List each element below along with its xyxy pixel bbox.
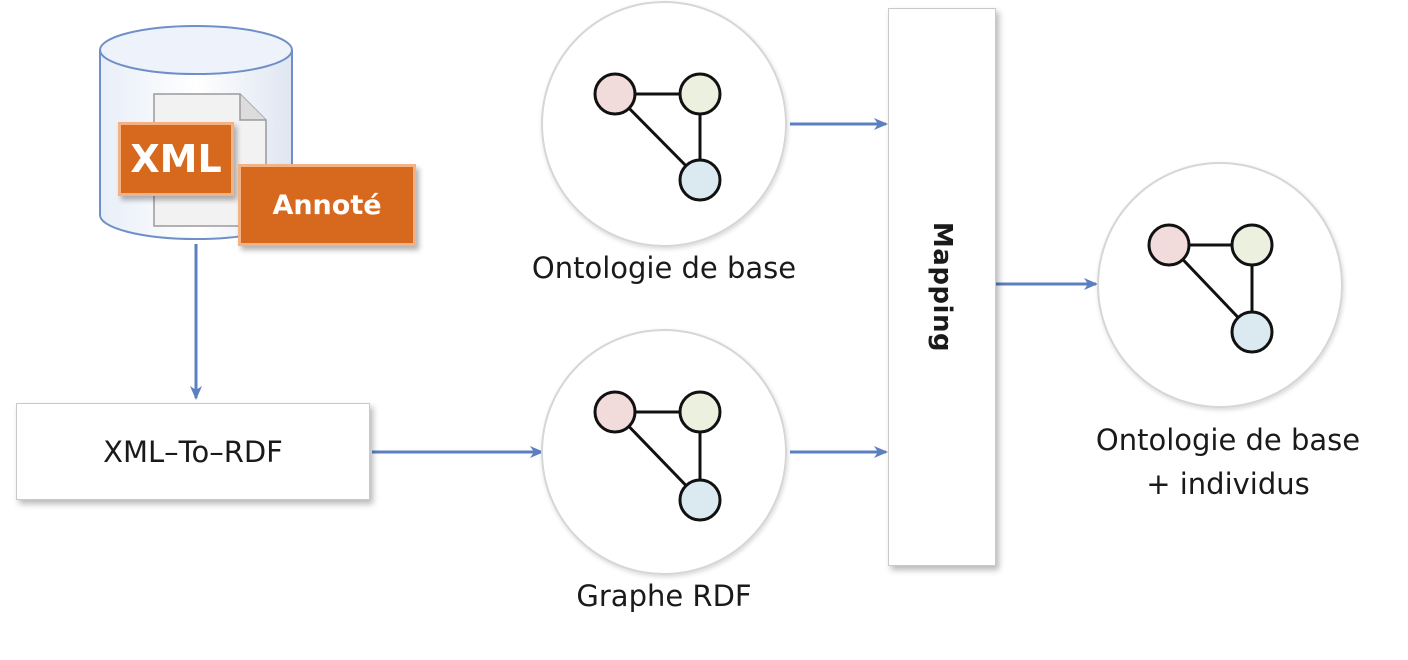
rdf-graph-icon [593,390,722,522]
result-ontology-graph-icon [1147,223,1274,354]
converter-label: XML–To–RDF [103,434,283,469]
annotated-badge: Annoté [238,164,416,246]
xml-to-rdf-converter-box: XML–To–RDF [16,403,370,500]
base-ontology-circle [541,1,787,247]
result-ontology-label: Ontologie de base [1095,423,1361,457]
rdf-graph-label: Graphe RDF [576,579,752,613]
xml-badge: XML [118,122,234,196]
base-ontology-label: Ontologie de base [531,251,797,285]
mapping-box: Mapping [888,8,996,566]
result-individuals-label: + individus [1146,467,1310,501]
result-ontology-circle [1097,162,1343,408]
rdf-graph-circle [541,329,787,575]
base-ontology-graph-icon [593,72,722,202]
flow-arrows [190,118,1098,458]
mapping-label: Mapping [927,221,957,353]
